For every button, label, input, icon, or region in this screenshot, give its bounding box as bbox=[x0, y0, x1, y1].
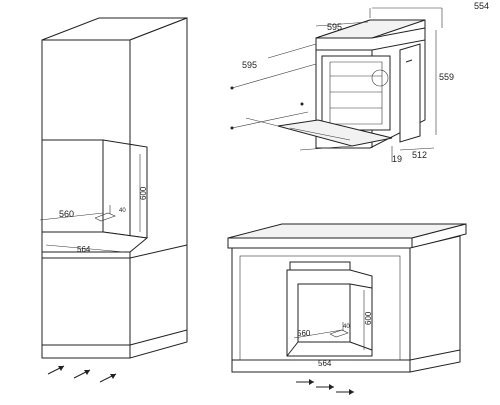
oven-door-offset-label: 19 bbox=[392, 154, 402, 164]
under-counter-airflow-arrows bbox=[296, 379, 354, 395]
under-depth-marker-label: 40 bbox=[343, 324, 350, 330]
oven-width-label: 595 bbox=[327, 22, 342, 32]
under-width-label: 560 bbox=[297, 329, 311, 338]
countertop-front bbox=[227, 237, 413, 249]
oven-height-left-label: 595 bbox=[242, 60, 257, 70]
oven-cavity bbox=[321, 55, 391, 131]
oven-body-depth-label: 512 bbox=[412, 150, 427, 160]
tall-airflow-arrows bbox=[47, 365, 117, 383]
under-counter-cabinet bbox=[227, 223, 467, 395]
oven-door bbox=[277, 119, 393, 147]
tall-cabinet bbox=[39, 17, 188, 383]
tall-depth-marker-label: 40 bbox=[119, 208, 126, 214]
oven-side-flange bbox=[399, 43, 421, 143]
oven-control-panel bbox=[315, 27, 426, 51]
countertop-side bbox=[411, 223, 467, 249]
under-opening-height-label: 600 bbox=[364, 311, 373, 325]
oven-fan-icon bbox=[371, 69, 389, 87]
tall-opening-width-label: 564 bbox=[77, 245, 91, 254]
oven-unit bbox=[230, 7, 443, 162]
under-opening-width-label: 564 bbox=[318, 359, 332, 368]
under-counter-side bbox=[409, 235, 461, 373]
tall-width-label: 560 bbox=[59, 209, 74, 219]
oven-height-right-label: 559 bbox=[439, 72, 454, 82]
under-counter-rail bbox=[289, 261, 351, 271]
tall-opening-height-label: 600 bbox=[139, 186, 148, 200]
oven-depth-total-label: 554 bbox=[474, 1, 489, 11]
